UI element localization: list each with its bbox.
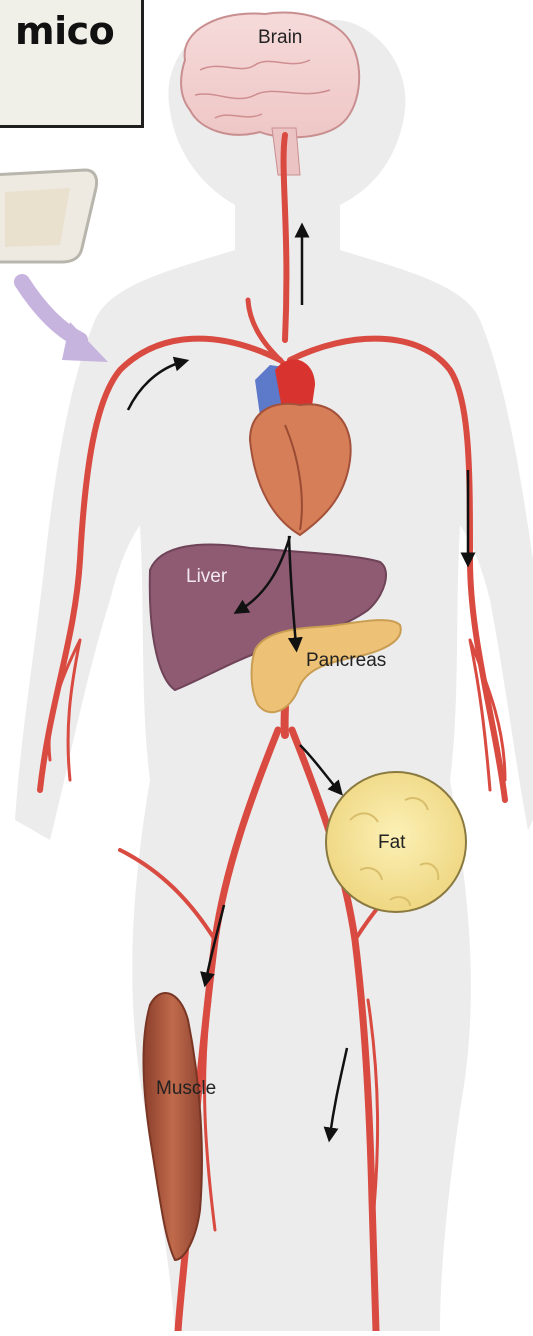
muscle-label: Muscle	[156, 1078, 216, 1100]
liver-label: Liver	[186, 566, 227, 588]
fat-label: Fat	[378, 832, 405, 854]
brain-label: Brain	[258, 27, 302, 49]
title-box: mico	[0, 0, 144, 128]
pancreas-label: Pancreas	[306, 650, 386, 672]
title-text: mico	[15, 9, 155, 53]
injection-pad	[0, 170, 97, 262]
